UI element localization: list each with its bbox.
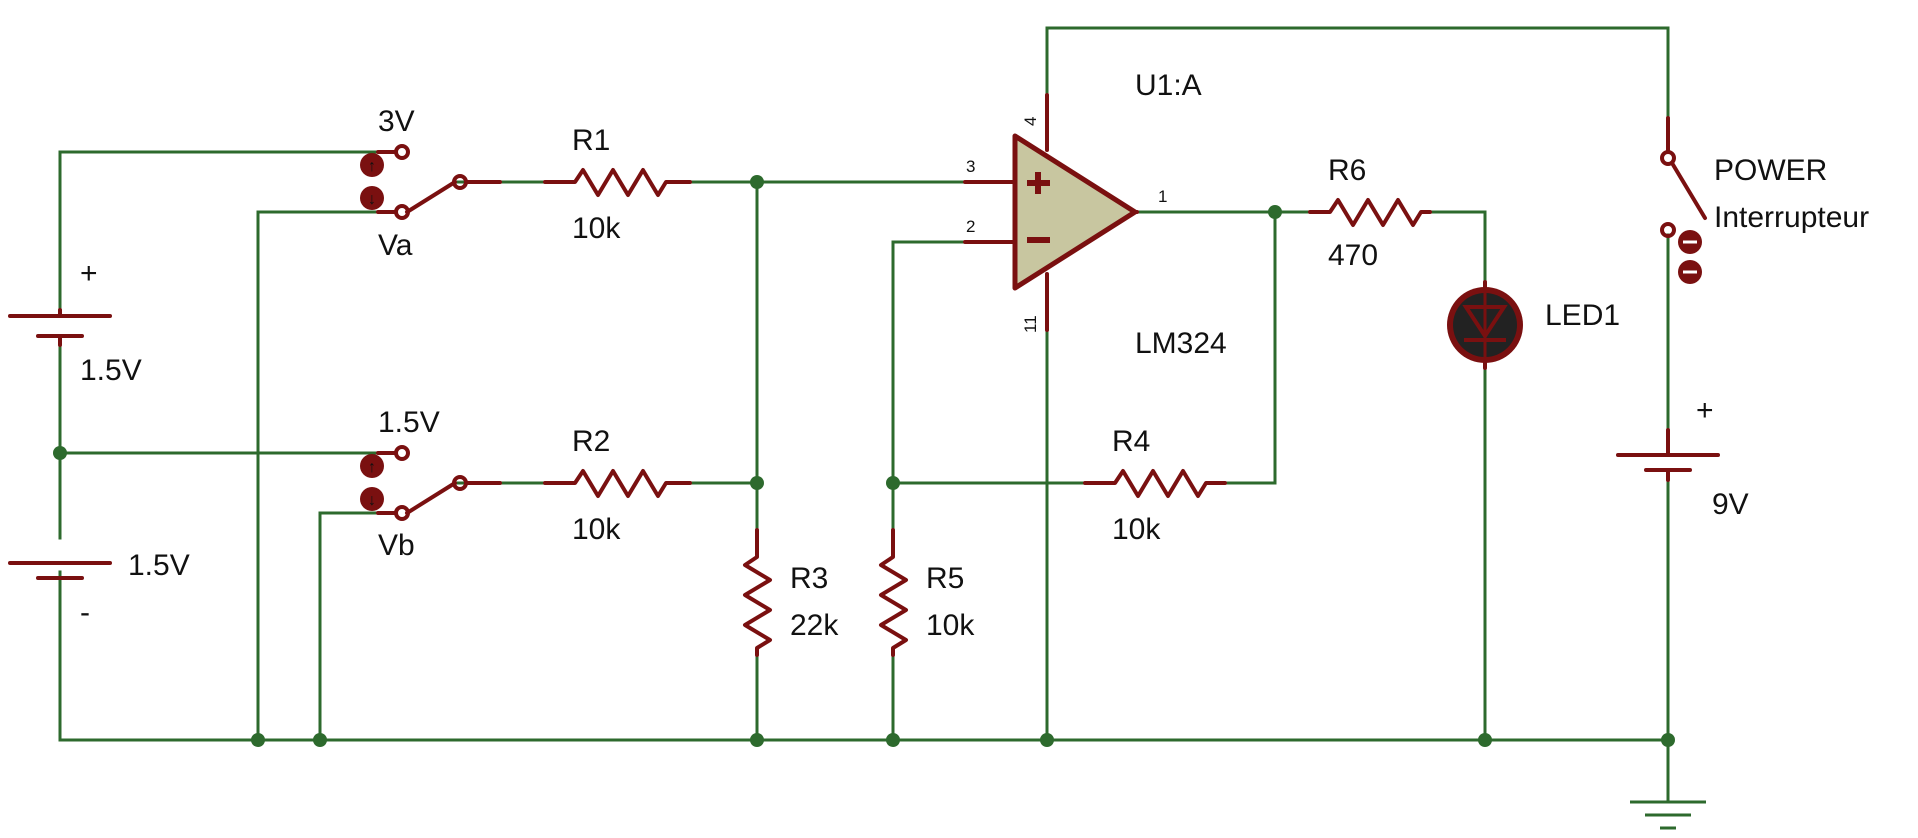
switch-va-name: Va xyxy=(378,229,413,262)
battery-top-value: 1.5V xyxy=(80,354,142,387)
opamp-ref: U1:A xyxy=(1135,69,1202,102)
resistor-r4-ref: R4 xyxy=(1112,425,1150,458)
resistor-r1: R1 10k xyxy=(543,124,692,245)
junction-dot xyxy=(1268,205,1282,219)
opamp-pin-minus: 2 xyxy=(966,217,975,236)
junction-dot xyxy=(251,733,265,747)
switch-down-icon[interactable]: ↓ xyxy=(360,186,384,210)
junction-dot xyxy=(1040,733,1054,747)
ground-icon xyxy=(1630,800,1706,830)
junction-dot xyxy=(886,476,900,490)
junction-dot xyxy=(886,733,900,747)
resistor-r5-ref: R5 xyxy=(926,562,964,595)
opamp-part: LM324 xyxy=(1135,327,1227,360)
resistor-r6-ref: R6 xyxy=(1328,154,1366,187)
battery-9v-plus: + xyxy=(1696,394,1714,427)
resistor-r3-value: 22k xyxy=(790,609,839,642)
resistor-r4: R4 10k xyxy=(1083,425,1227,546)
switch-vb[interactable]: ↑ ↓ 1.5V Vb xyxy=(360,406,502,562)
switch-power-name: POWER xyxy=(1714,154,1827,187)
switch-vb-name: Vb xyxy=(378,529,415,562)
resistor-r2: R2 10k xyxy=(543,425,692,546)
junction-dot xyxy=(750,733,764,747)
led1-ref: LED1 xyxy=(1545,299,1620,332)
junction-dot xyxy=(1661,733,1675,747)
resistor-r4-value: 10k xyxy=(1112,513,1161,546)
svg-text:↓: ↓ xyxy=(368,492,376,509)
junction-dot xyxy=(750,175,764,189)
switch-down-icon[interactable] xyxy=(1678,260,1702,284)
battery-bottom-minus: - xyxy=(80,596,90,629)
opamp-pin-vee: 11 xyxy=(1021,315,1040,333)
switch-vb-top-label: 1.5V xyxy=(378,406,440,439)
switch-up-icon[interactable] xyxy=(1678,230,1702,254)
opamp-pin-plus: 3 xyxy=(966,157,975,176)
junction-dot xyxy=(313,733,327,747)
opamp-triangle xyxy=(1012,133,1138,291)
junction-dot xyxy=(1478,733,1492,747)
switch-power-subtitle: Interrupteur xyxy=(1714,201,1869,234)
resistor-r3: R3 22k xyxy=(743,528,839,657)
opamp-u1a: 3 2 1 4 11 U1:A LM324 xyxy=(963,69,1227,360)
battery-top-plus: + xyxy=(80,257,98,290)
switch-power[interactable]: POWER Interrupteur xyxy=(1660,116,1869,284)
battery-bottom-value: 1.5V xyxy=(128,549,190,582)
resistor-r3-ref: R3 xyxy=(790,562,828,595)
resistor-r5: R5 10k xyxy=(879,528,975,657)
resistor-r5-value: 10k xyxy=(926,609,975,642)
switch-up-icon[interactable]: ↑ xyxy=(360,454,384,478)
battery-top: + 1.5V xyxy=(8,257,142,387)
battery-bottom: 1.5V - xyxy=(8,549,190,629)
junction-dots xyxy=(53,175,1675,747)
resistor-r1-value: 10k xyxy=(572,212,621,245)
resistor-r2-ref: R2 xyxy=(572,425,610,458)
opamp-pin-vcc: 4 xyxy=(1021,117,1040,126)
resistor-r2-value: 10k xyxy=(572,513,621,546)
battery-9v-value: 9V xyxy=(1712,488,1749,521)
switch-va[interactable]: ↑ ↓ 3V Va xyxy=(360,105,502,262)
resistor-r1-ref: R1 xyxy=(572,124,610,157)
junction-dot xyxy=(750,476,764,490)
junction-dot xyxy=(53,446,67,460)
switch-va-top-label: 3V xyxy=(378,105,415,138)
led1: LED1 xyxy=(1447,280,1620,370)
wires xyxy=(58,26,1670,802)
resistor-r6: R6 470 xyxy=(1308,154,1432,272)
svg-text:↑: ↑ xyxy=(368,158,376,175)
battery-9v: + 9V xyxy=(1616,394,1749,521)
resistor-r6-value: 470 xyxy=(1328,239,1378,272)
switch-down-icon[interactable]: ↓ xyxy=(360,487,384,511)
switch-up-icon[interactable]: ↑ xyxy=(360,153,384,177)
svg-text:↓: ↓ xyxy=(368,191,376,208)
opamp-pin-out: 1 xyxy=(1158,187,1167,206)
svg-text:↑: ↑ xyxy=(368,459,376,476)
